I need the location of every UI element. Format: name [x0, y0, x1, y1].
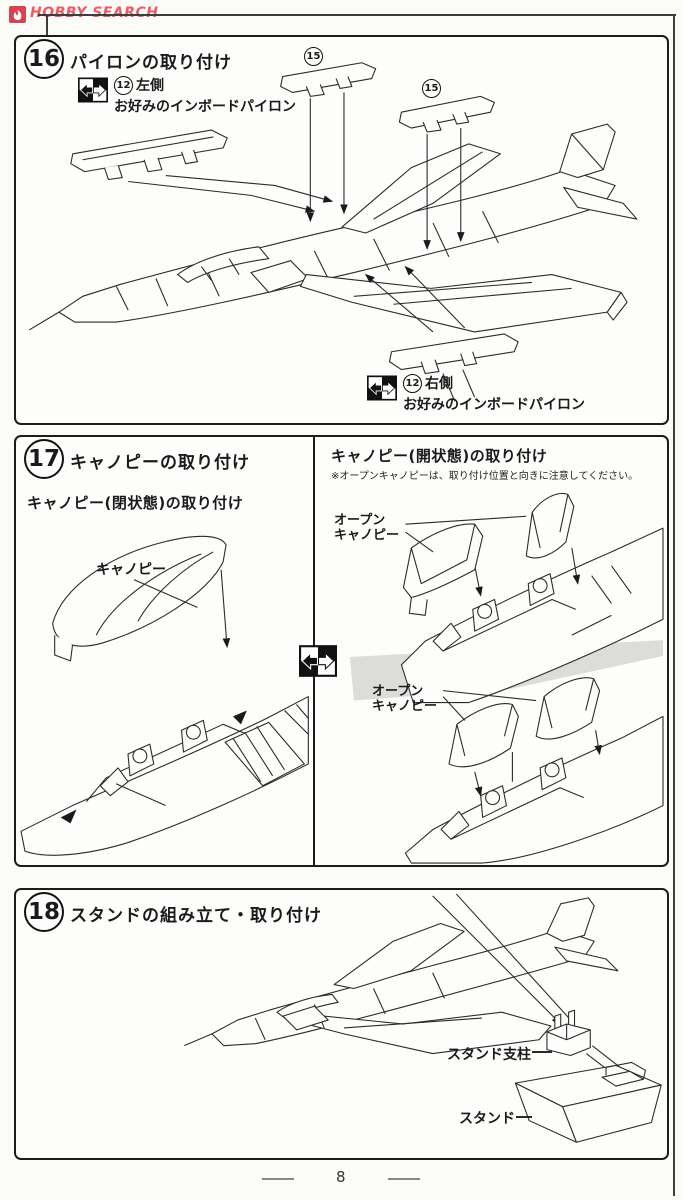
step18-number-circle: 18: [24, 892, 64, 932]
watermark-horizontal-line: [38, 14, 676, 16]
page-number-dash-right: [388, 1178, 420, 1180]
step16-number: 16: [27, 46, 60, 72]
stand-pillar-leader-line: [532, 1051, 552, 1053]
both-sides-checker-arrows-icon: [367, 375, 397, 401]
both-sides-checker-arrows-icon: [78, 77, 108, 103]
step16-left-callout: 12 左側 お好みのインボードパイロン: [78, 75, 296, 116]
open-canopy-note: ※オープンキャノピーは、取り付け位置と向きに注意してください。: [331, 471, 639, 482]
right-side-label: 右側: [425, 376, 453, 392]
part12-badge: 12: [403, 373, 422, 393]
watermark-vertical-line: [673, 14, 675, 1196]
step16-right-callout: 12 右側 お好みのインボードパイロン: [367, 373, 585, 414]
stand-pillar-label: スタンド支柱: [447, 1047, 531, 1063]
flame-icon: [13, 10, 22, 21]
step17-number-circle: 17: [24, 439, 64, 479]
both-sides-checker-arrows-icon: [299, 645, 337, 677]
step16-aircraft-diagram: [28, 62, 638, 402]
left-side-label: 左側: [136, 78, 164, 94]
part15-badge: 15: [304, 47, 323, 66]
page-number-dash-left: [262, 1178, 294, 1180]
step16-title: パイロンの取り付け: [70, 53, 232, 73]
step18-stand-diagram: [184, 893, 662, 1143]
step17-number: 17: [27, 446, 60, 472]
right-option-text: お好みのインボードパイロン: [403, 397, 585, 413]
hobbysearch-logo-icon: [9, 6, 26, 23]
step16-panel: 16 パイロンの取り付け 12 左側 お好みのインボードパイロン: [14, 35, 669, 425]
watermark-tick-line: [46, 15, 48, 36]
step16-number-circle: 16: [24, 39, 64, 79]
page-number: 8: [336, 1168, 346, 1186]
step17-title: キャノピーの取り付け: [70, 453, 250, 473]
step18-panel: 18 スタンドの組み立て・取り付け スタンド支柱 スタンド: [14, 888, 669, 1160]
step17-canopy-diagram: [20, 492, 664, 864]
canopy-label: キャノピー: [96, 562, 166, 578]
stand-leader-line: [516, 1116, 532, 1118]
stand-label: スタンド: [459, 1111, 515, 1127]
open-canopy-heading: キャノピー(開状態)の取り付け: [331, 447, 548, 465]
closed-canopy-heading: キャノピー(閉状態)の取り付け: [27, 494, 244, 512]
step18-number: 18: [27, 899, 60, 925]
step17-panel: 17 キャノピーの取り付け キャノピー(閉状態)の取り付け キャノピー(開状態)…: [14, 435, 669, 867]
step18-title: スタンドの組み立て・取り付け: [70, 906, 322, 926]
open-canopy-label: オープン キャノピー: [334, 513, 400, 543]
part12-badge: 12: [114, 75, 133, 95]
hobbysearch-watermark-text: HOBBY SEARCH: [30, 5, 159, 21]
left-option-text: お好みのインボードパイロン: [114, 99, 296, 115]
part15-badge: 15: [422, 79, 441, 98]
open-canopy-label: オープン キャノピー: [372, 684, 438, 714]
